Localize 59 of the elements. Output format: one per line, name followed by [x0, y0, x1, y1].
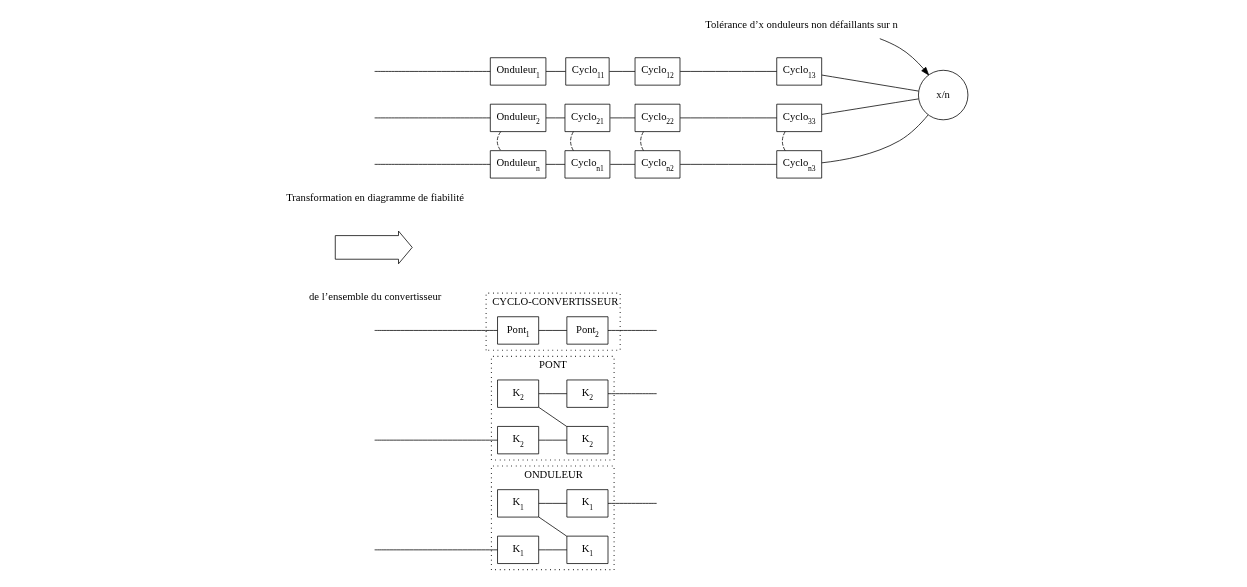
node-box: Cyclo$_{22}$	[634, 103, 680, 132]
node-text: Tolérance d’x onduleurs non défaillants sur n	[704, 18, 898, 30]
connector	[639, 131, 644, 151]
node-label: Transformation en diagramme de fiabilité	[285, 191, 464, 203]
node-box: K$_{1}$	[566, 489, 608, 518]
connector	[821, 114, 928, 164]
node-box: K$_{2}$	[496, 426, 539, 455]
connector	[537, 330, 567, 331]
node-box: K$_{2}$	[566, 426, 608, 455]
node-box: Pont$_{2}$	[566, 316, 608, 345]
connector	[496, 131, 501, 151]
connector	[607, 393, 657, 395]
node-box: Pont$_{1}$	[496, 316, 539, 345]
connector	[545, 164, 565, 165]
connector	[608, 71, 635, 72]
connector	[569, 131, 574, 151]
connector	[373, 330, 498, 331]
node-box: Cyclo$_{11}$	[564, 57, 609, 86]
connector	[537, 503, 567, 504]
connector	[537, 516, 567, 537]
connector	[545, 71, 566, 72]
node-box: Onduleur$_{1}$	[489, 57, 546, 86]
node-circle: x/n	[917, 69, 968, 121]
connector	[679, 164, 777, 165]
connector	[373, 117, 491, 119]
connector	[679, 71, 777, 72]
node-box: Onduleur$_{2}$	[489, 103, 546, 132]
node-box: Cyclo$_{n2}$	[634, 150, 680, 179]
connector	[607, 503, 657, 504]
node-box: K$_{2}$	[496, 379, 539, 408]
node-box: Cyclo$_{n3}$	[775, 150, 822, 179]
connector	[373, 549, 498, 551]
connector	[373, 439, 498, 441]
node-box: Cyclo$_{13}$	[775, 57, 822, 86]
node-box: Cyclo$_{33}$	[775, 103, 822, 132]
connector	[781, 131, 786, 151]
node-box: Cyclo$_{21}$	[564, 103, 610, 132]
connector	[373, 164, 491, 165]
connector	[609, 164, 635, 165]
connector	[537, 407, 567, 427]
node-box: K$_{1}$	[496, 535, 539, 564]
node-box: Cyclo$_{n1}$	[564, 150, 610, 179]
connector	[821, 98, 919, 115]
connector	[821, 74, 919, 92]
node-box: K$_{1}$	[496, 489, 539, 518]
connector	[537, 393, 567, 395]
connector	[607, 330, 657, 331]
connector	[373, 71, 491, 72]
node-label: de l’ensemble du convertisseur	[308, 290, 441, 302]
node-box: K$_{2}$	[566, 379, 608, 408]
connector	[537, 439, 567, 441]
node-arrow	[334, 230, 413, 265]
node-box: Onduleur$_{n}$	[489, 150, 546, 179]
connector	[537, 549, 567, 551]
arrow	[878, 38, 929, 76]
connector	[679, 117, 777, 119]
node-box: Cyclo$_{12}$	[634, 57, 680, 86]
node-box: K$_{1}$	[566, 535, 608, 564]
connector	[545, 117, 565, 119]
